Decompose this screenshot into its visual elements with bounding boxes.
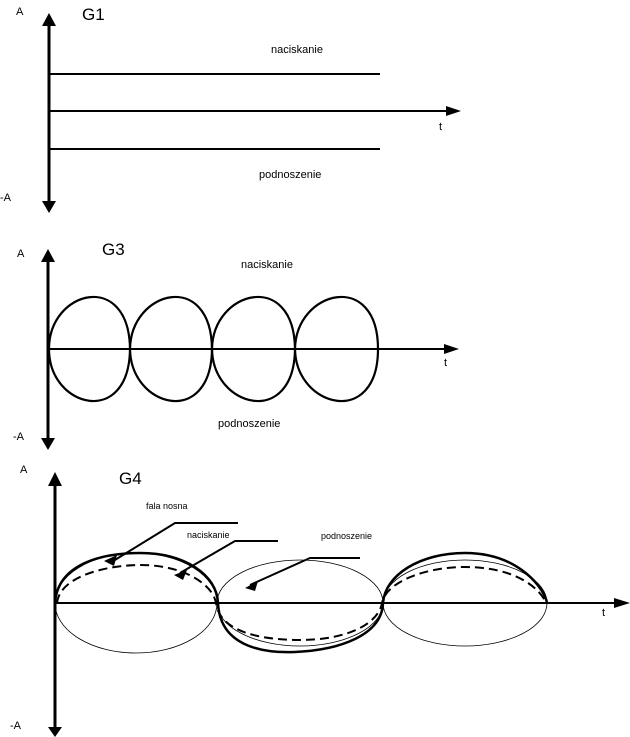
y-axis-label-bottom: -A [0,192,12,204]
x-axis-label: t [444,357,447,369]
lobes [47,295,380,403]
arrow-naciskanie-icon [174,570,187,580]
x-axis-arrow-icon [444,344,459,354]
lower-label: podnoszenie [259,169,321,181]
y-axis-arrow-down-icon [48,727,62,737]
arrow-fala-nosna-icon [104,555,117,566]
diagram-title: G3 [102,240,125,259]
x-axis-label: t [439,121,442,133]
diagram-g3: G3 A -A t naciskanie podnoszenie [13,240,459,450]
callout-label-podnoszenie: podnoszenie [321,531,372,541]
callout-leaders [109,522,360,586]
y-axis-arrow-down-icon [41,438,55,450]
x-axis-arrow-icon [614,598,630,608]
modulated-wave [53,551,549,654]
y-axis-arrow-down-icon [42,201,56,213]
y-axis-label-bottom: -A [13,431,25,443]
upper-label: naciskanie [241,259,293,271]
x-axis-label: t [602,607,605,619]
upper-label: naciskanie [271,44,323,56]
arrow-podnoszenie-icon [245,581,258,591]
diagram-g1: G1 A -A t naciskanie podnoszenie [0,5,461,213]
y-axis-label-top: A [16,6,24,18]
y-axis-arrow-up-icon [42,13,56,26]
lower-label: podnoszenie [218,418,280,430]
y-axis-label-bottom: -A [10,720,22,732]
diagram-g4: G4 A -A t fala nosna naciskanie podnosze… [10,464,630,737]
diagram-title: G4 [119,469,142,488]
y-axis-label-top: A [17,248,25,260]
dashed-wave [56,563,547,642]
diagram-title: G1 [82,5,105,24]
x-axis-arrow-icon [446,106,461,116]
y-axis-arrow-up-icon [48,472,62,486]
callout-label-fala-nosna: fala nosna [146,501,188,511]
callout-label-naciskanie: naciskanie [187,530,230,540]
y-axis-arrow-up-icon [41,249,55,262]
y-axis-label-top: A [20,464,28,476]
